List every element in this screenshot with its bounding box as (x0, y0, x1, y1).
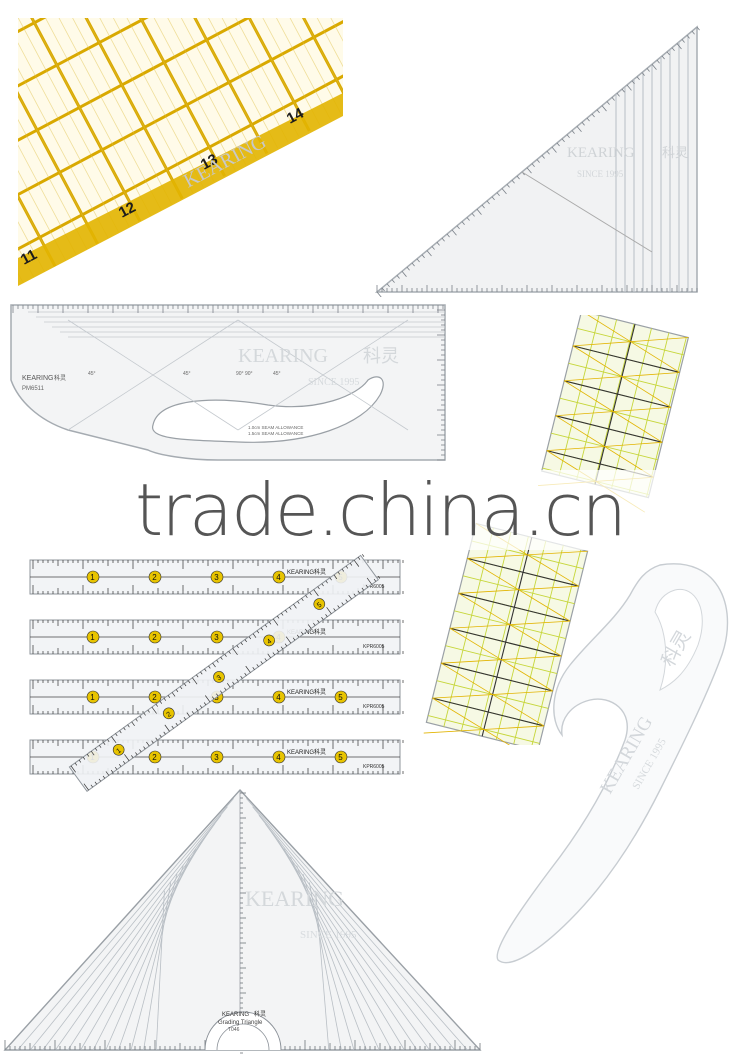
ruler-number: 3 (214, 633, 219, 642)
curve-seam-2: 1.5cm SEAM ALLOWANCE (248, 431, 303, 436)
ruler-number: 4 (276, 693, 281, 702)
curve-angle-4: 45° (273, 371, 281, 377)
ruler-number-dot (272, 750, 286, 764)
curve-brand-cn: 科灵 (54, 374, 66, 382)
diagonal-ruler-number: 3 (216, 674, 223, 682)
ruler-number-dot (148, 570, 162, 584)
gt-model: T046 (228, 1027, 240, 1033)
ruler-number-dot (334, 750, 348, 764)
grading-triangle: KEARING 科灵 Grading Triangle T046 KEARING… (0, 788, 490, 1060)
ruler-number: 2 (152, 633, 157, 642)
straight-ruler: 12345KEARING科灵KPR6005 (29, 559, 404, 595)
ruler-brand: KEARING科灵 (287, 748, 326, 756)
triangle-watermark-since: SINCE 1995 (577, 169, 624, 179)
ruler-number-dot (148, 630, 162, 644)
diagonal-ruler-number: 1 (115, 747, 122, 755)
straight-rulers: 12345KEARING科灵KPR60051234KEARING科灵KPR600… (25, 545, 420, 795)
curve-angle-1: 45° (88, 371, 96, 377)
ruler-number-dot (86, 570, 100, 584)
ruler-number: 1 (90, 693, 95, 702)
ruler-number: 5 (338, 753, 343, 762)
diagonal-ruler: 1 2 3 4 5 (68, 554, 381, 793)
curve-watermark-cn: 科灵 (363, 346, 399, 366)
diagonal-ruler-number: 2 (166, 711, 173, 719)
ruler-number: 1 (90, 633, 95, 642)
site-watermark: trade.china.cn (100, 468, 660, 552)
site-watermark-text: trade.china.cn (135, 468, 627, 552)
gt-brand: KEARING (222, 1012, 249, 1018)
curve-watermark-since: SINCE 1995 (308, 377, 359, 388)
ruler-model: KPR6005 (363, 764, 385, 770)
quilting-number: 13 (198, 151, 221, 174)
ruler-number-dot (86, 630, 100, 644)
ruler-number: 3 (214, 573, 219, 582)
ruler-number-dot (86, 690, 100, 704)
ruler-number-dot (272, 690, 286, 704)
ruler-number-dot (148, 690, 162, 704)
ruler-number: 1 (90, 573, 95, 582)
ruler-number: 2 (152, 753, 157, 762)
gt-watermark-since: SINCE 1995 (300, 929, 357, 941)
gt-brand-cn: 科灵 (254, 1010, 266, 1018)
triangle-watermark-cn: 科灵 (662, 145, 688, 160)
curve-seam-1: 1.0cm SEAM ALLOWANCE (248, 425, 303, 430)
quilting-number: 14 (284, 104, 307, 127)
ruler-number-dot (210, 750, 224, 764)
curve-brand: KEARING (22, 375, 54, 382)
gt-label: Grading Triangle (218, 1020, 263, 1026)
diagonal-ruler-number: 4 (266, 638, 273, 646)
ruler-model: KPR6005 (363, 704, 385, 710)
curve-angle-3: 90° 90° (236, 371, 253, 377)
gt-watermark: KEARING (245, 886, 344, 911)
ruler-number: 4 (276, 753, 281, 762)
ruler-brand: KEARING科灵 (287, 568, 326, 576)
quilting-number: 11 (18, 246, 40, 268)
diagonal-ruler-number: 5 (316, 602, 323, 610)
ruler-number-dot (148, 750, 162, 764)
ruler-number: 5 (338, 693, 343, 702)
curve-model: PM6511 (22, 386, 45, 392)
ruler-number: 2 (152, 573, 157, 582)
quilting-number: 12 (116, 199, 139, 222)
ruler-number: 2 (152, 693, 157, 702)
right-triangle-ruler: KEARING 科灵 SINCE 1995 (372, 22, 702, 297)
ruler-number-dot (210, 630, 224, 644)
ruler-number: 3 (214, 753, 219, 762)
ruler-model: KPR6005 (363, 644, 385, 650)
curve-angle-2: 45° (183, 371, 191, 377)
ruler-number: 4 (276, 573, 281, 582)
curve-watermark: KEARING (238, 345, 328, 367)
ruler-number-dot (210, 570, 224, 584)
ruler-number-dot (334, 690, 348, 704)
ruler-number-dot (272, 570, 286, 584)
yellow-grid-rulers (420, 315, 700, 745)
curve-ruler: KEARING 科灵 PM6511 45° 45° 90° 90° 45° 1.… (8, 300, 448, 470)
ruler-model: KPR6005 (363, 584, 385, 590)
ruler-brand: KEARING科灵 (287, 688, 326, 696)
french-curve-ruler: KEARING 科灵 SINCE 1995 (490, 550, 740, 980)
triangle-watermark: KEARING (567, 145, 635, 161)
